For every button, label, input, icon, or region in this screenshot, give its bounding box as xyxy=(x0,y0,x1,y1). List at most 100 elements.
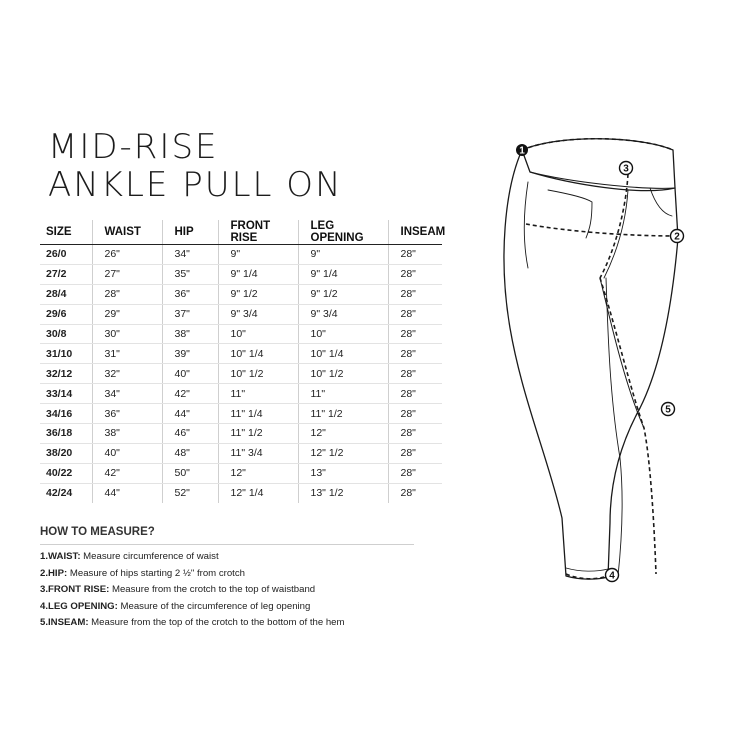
cell-leg-opening: 12" xyxy=(297,423,388,444)
cell-inseam: 28" xyxy=(387,343,442,365)
cell-inseam: 28" xyxy=(387,443,442,464)
page-title: MID-RISE ANKLE PULL ON xyxy=(48,128,343,204)
cell-waist: 36" xyxy=(91,403,162,425)
cell-hip: 39" xyxy=(161,343,218,365)
instruction-label: 1.WAIST: xyxy=(40,551,81,562)
cell-leg-opening: 11" 1/2 xyxy=(297,403,388,425)
coin-pocket xyxy=(649,187,673,217)
cell-leg-opening: 10" 1/4 xyxy=(297,343,388,365)
cell-size: 28/4 xyxy=(40,284,92,305)
callout-5: 5 xyxy=(660,401,676,417)
cell-inseam: 28" xyxy=(387,423,442,444)
cell-front-rise: 11" 3/4 xyxy=(217,443,298,464)
cell-waist: 40" xyxy=(91,443,162,464)
cell-leg-opening: 9" 1/2 xyxy=(297,284,388,305)
cell-waist: 42" xyxy=(91,463,162,484)
callout-4: 4 xyxy=(604,567,620,583)
instruction-text: Measure circumference of waist xyxy=(80,551,219,562)
callout-3: 3 xyxy=(618,160,634,176)
cell-front-rise: 11" 1/4 xyxy=(217,403,298,425)
cell-size: 31/10 xyxy=(40,343,92,365)
cell-front-rise: 9" xyxy=(217,244,298,265)
size-chart-table: SIZE WAIST HIP FRONT RISE LEG OPENING IN… xyxy=(40,220,445,503)
how-to-measure-heading: HOW TO MEASURE? xyxy=(40,526,414,545)
cell-leg-opening: 9" xyxy=(297,244,388,265)
cell-front-rise: 11" 1/2 xyxy=(217,423,298,444)
front-seam xyxy=(605,277,623,577)
cell-waist: 29" xyxy=(91,304,162,325)
cell-inseam: 28" xyxy=(387,363,442,385)
pants-diagram: 1 2 3 4 5 xyxy=(503,137,685,583)
list-item: 4.LEG OPENING: Measure of the circumfere… xyxy=(40,599,344,616)
list-item: 1.WAIST: Measure circumference of waist xyxy=(40,549,344,566)
cell-hip: 46" xyxy=(161,423,218,444)
inseam-measure-line xyxy=(599,277,657,575)
cell-hip: 38" xyxy=(161,324,218,345)
cell-waist: 30" xyxy=(91,324,162,345)
cell-size: 26/0 xyxy=(40,244,92,265)
cell-hip: 48" xyxy=(161,443,218,464)
cell-size: 32/12 xyxy=(40,363,92,385)
cell-waist: 32" xyxy=(91,363,162,385)
cell-inseam: 28" xyxy=(387,284,442,305)
cell-front-rise: 9" 3/4 xyxy=(217,304,298,325)
svg-text:2: 2 xyxy=(674,232,680,243)
title-line-1: MID-RISE xyxy=(48,127,219,167)
cell-inseam: 28" xyxy=(387,383,442,405)
cell-front-rise: 12" xyxy=(217,463,298,484)
cell-leg-opening: 9" 1/4 xyxy=(297,264,388,285)
col-header-size: SIZE xyxy=(40,220,92,245)
cell-hip: 36" xyxy=(161,284,218,305)
cell-leg-opening: 10" 1/2 xyxy=(297,363,388,385)
cell-waist: 26" xyxy=(91,244,162,265)
list-item: 2.HIP: Measure of hips starting 2 ½" fro… xyxy=(40,566,344,583)
col-header-waist: WAIST xyxy=(91,220,162,245)
title-line-2: ANKLE PULL ON xyxy=(48,165,343,205)
cell-hip: 35" xyxy=(161,264,218,285)
cell-hip: 34" xyxy=(161,244,218,265)
cell-leg-opening: 9" 3/4 xyxy=(297,304,388,325)
cell-leg-opening: 13" xyxy=(297,463,388,484)
waistband-seam xyxy=(529,171,676,189)
svg-text:1: 1 xyxy=(519,146,525,157)
back-leg-line xyxy=(599,277,645,429)
pants-outline xyxy=(503,149,679,580)
cell-front-rise: 10" 1/2 xyxy=(217,363,298,385)
cell-front-rise: 12" 1/4 xyxy=(217,483,298,503)
cell-front-rise: 10" 1/4 xyxy=(217,343,298,365)
cell-size: 42/24 xyxy=(46,487,73,500)
instruction-text: Measure from the top of the crotch to th… xyxy=(88,617,345,629)
cell-inseam: 28" xyxy=(387,304,442,325)
instruction-label: 3.FRONT RISE: xyxy=(40,584,110,596)
cell-hip: 37" xyxy=(161,304,218,325)
cell-waist: 28" xyxy=(91,284,162,305)
callout-1: 1 xyxy=(516,144,528,157)
cell-leg-opening: 10" xyxy=(297,324,388,345)
list-item: 5.INSEAM: Measure from the top of the cr… xyxy=(40,615,344,632)
cell-size: 38/20 xyxy=(40,443,92,464)
fly-line xyxy=(603,189,629,279)
svg-text:3: 3 xyxy=(623,164,629,175)
cell-inseam: 28" xyxy=(387,483,442,503)
col-header-front-rise: FRONT RISE xyxy=(217,220,298,245)
col-header-hip: HIP xyxy=(161,220,218,245)
cell-leg-opening: 12" 1/2 xyxy=(297,443,388,464)
table-header-row: SIZE WAIST HIP FRONT RISE LEG OPENING IN… xyxy=(40,220,445,245)
cell-hip: 40" xyxy=(161,363,218,385)
cell-inseam: 28" xyxy=(387,244,442,265)
cell-hip: 50" xyxy=(161,463,218,484)
instruction-text: Measure of hips starting 2 ½" from crotc… xyxy=(67,567,245,579)
waistband-outline xyxy=(521,138,676,192)
cell-waist: 34" xyxy=(91,383,162,405)
